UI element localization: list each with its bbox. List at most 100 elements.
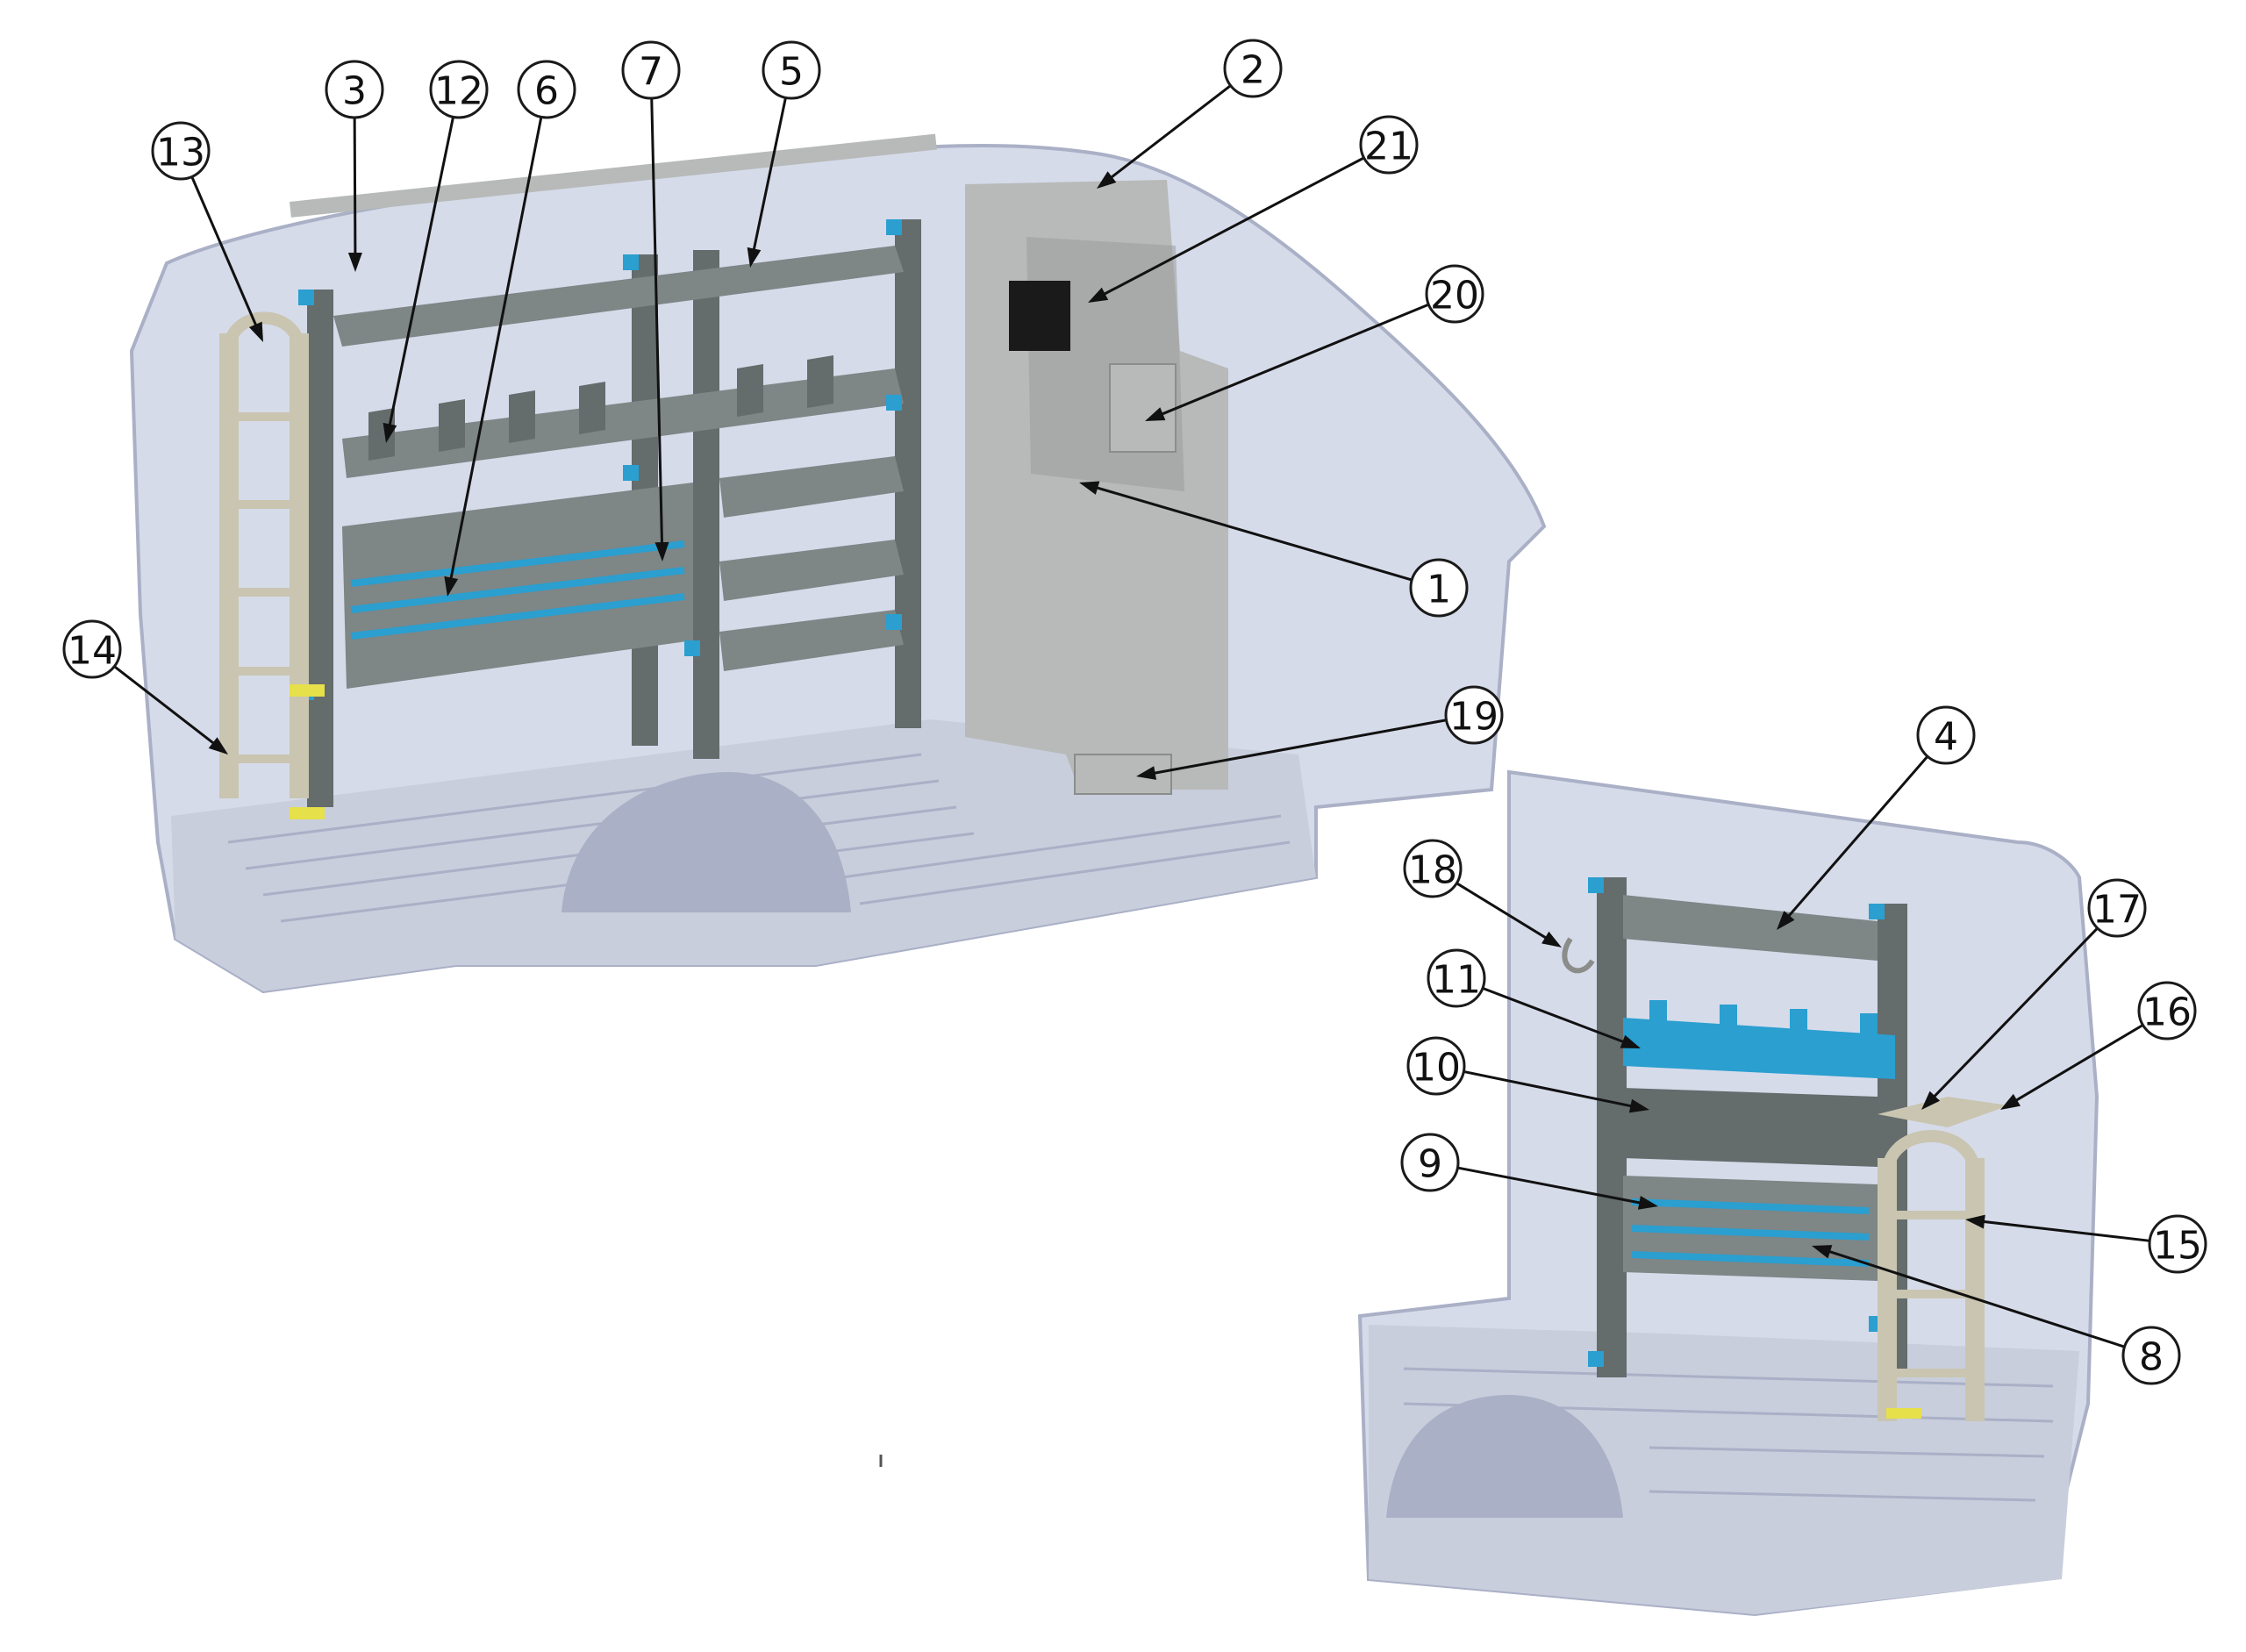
bulkhead-partition [965,180,1228,795]
callout-leader-line [650,97,664,550]
callout-4: 4 [1777,705,1976,930]
callout-number: 19 [1449,695,1499,740]
callout-leader-line [1148,719,1447,776]
callout-16: 16 [2000,981,2197,1110]
callout-number: 8 [2139,1335,2164,1380]
callout-8: 8 [1812,1245,2181,1385]
callout-number: 9 [1418,1142,1442,1187]
floor-ribs [1403,1367,2054,1502]
callout-leader-line [1463,1069,1638,1109]
mounting-bracket [1009,281,1070,351]
callout-number: 12 [434,69,483,114]
storage-cabinet [1623,1088,1878,1167]
callout-arrowhead [1777,911,1795,930]
right-bay-shelf [719,456,904,518]
ladder-hoop [223,311,305,352]
callout-leader-line [1482,986,1630,1046]
callout-number: 20 [1430,274,1479,318]
callout-3: 3 [325,60,384,272]
callout-circle [151,121,211,181]
callout-7: 7 [621,40,681,561]
ladder-rail [219,333,239,798]
drawer-cabinet [342,483,693,689]
shelf-dividers [368,355,833,461]
callout-number: 10 [1412,1046,1461,1091]
shelving-unit-left [298,219,921,807]
callout-number: 3 [342,69,367,114]
callout-17: 17 [1921,878,2147,1110]
callout-6: 6 [444,60,576,597]
callout-arrowhead [1637,1195,1658,1210]
ladder-rungs [224,412,307,763]
callout-leader-line [1457,1166,1647,1205]
callout-14: 14 [62,619,228,754]
van-interior-left-view [129,133,1547,994]
callout-circle [2121,1326,2181,1385]
callout-arrowhead [1541,931,1562,948]
callout-leader-line [1091,484,1413,582]
callout-circle [762,40,821,100]
callout-20: 20 [1145,264,1484,421]
right-bay-shelf [719,540,904,601]
callout-arrowhead [1921,1091,1941,1110]
callout-18: 18 [1403,839,1562,948]
callout-leader-line [448,117,543,585]
callout-number: 1 [1427,568,1451,612]
callout-arrowhead [1628,1098,1649,1113]
callout-leader-line [1784,755,1929,922]
callout-arrowhead [747,247,762,268]
wheel-well [1386,1395,1623,1518]
top-shelf [333,246,904,347]
ladder-rungs [1886,1211,1978,1377]
callout-leader-line [1822,1248,2126,1348]
drawer-trays [1631,1198,1870,1267]
callout-number: 7 [639,50,663,95]
callout-number: 6 [534,69,559,114]
upright-post [307,290,333,807]
callout-arrowhead [1136,766,1157,780]
callout-circle [1916,705,1976,765]
callout-number: 16 [2142,990,2192,1035]
callout-arrowhead [1088,287,1109,303]
callout-12: 12 [383,60,489,443]
callout-circle [1223,39,1283,98]
callout-number: 14 [68,629,117,674]
callout-circle [429,60,489,119]
shelving-unit-right [1588,877,1907,1377]
wall-hook [1562,937,1595,974]
callout-leader-line [1155,303,1429,418]
callout-13: 13 [151,121,263,342]
callout-number: 11 [1432,958,1481,1003]
callout-circle [1444,685,1504,745]
callout-9: 9 [1400,1133,1658,1210]
callout-leader-line [190,175,260,332]
callout-arrowhead [1812,1245,1833,1259]
callout-number: 17 [2092,888,2142,933]
ladder-rack-left [219,311,325,819]
drawer-trays [350,540,685,640]
callout-leader-line [1977,1219,2150,1242]
callout-arrowhead [1620,1034,1641,1048]
callout-21: 21 [1088,115,1419,303]
callout-circle [2137,981,2197,1041]
callout-number: 4 [1934,715,1958,760]
right-bay-shelf [719,610,904,671]
callout-number: 5 [779,50,804,95]
callout-number: 15 [2153,1224,2202,1269]
callout-number: 21 [1364,125,1413,169]
callout-leader-line [353,117,357,261]
callout-circle [2148,1214,2207,1274]
van-floor [1369,1325,2079,1614]
callout-arrowhead [1097,171,1117,189]
floor-ribs [227,753,1291,923]
mounting-brackets [1588,877,1885,1367]
callout-circle [621,40,681,100]
callout-arrowhead [444,576,459,597]
upright-post [1597,877,1627,1377]
ladder-hoop [1881,1130,1981,1176]
yellow-tag [1886,1408,1921,1419]
callout-number: 13 [156,131,205,175]
callout-leader-line [1456,882,1552,942]
